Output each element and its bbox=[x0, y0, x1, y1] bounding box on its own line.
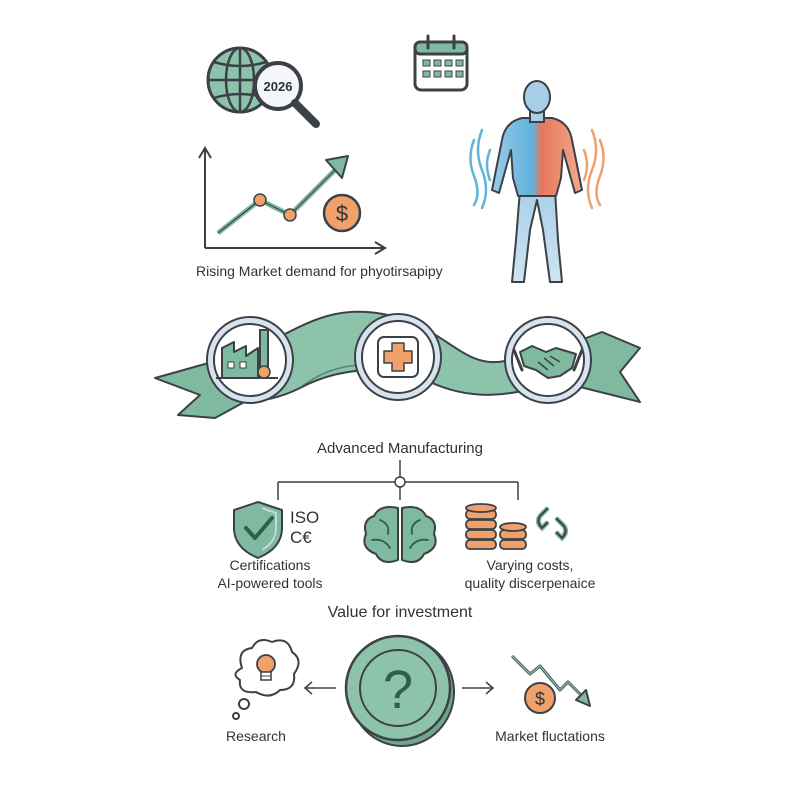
question-coin-icon: ? bbox=[344, 634, 455, 747]
medical-cross-icon bbox=[383, 342, 413, 372]
factory-icon bbox=[216, 329, 278, 379]
left-arrow-icon bbox=[303, 681, 336, 695]
rising-trend-icon: $ bbox=[198, 146, 387, 255]
shield-check-icon bbox=[233, 501, 283, 559]
ribbon-caption: Advanced Manufacturing bbox=[317, 440, 483, 457]
certifications-caption: Certifications bbox=[229, 557, 311, 573]
trend-caption: Rising Market demand for phyotirsapipy bbox=[196, 263, 443, 279]
ai-tools-caption: AI-powered tools bbox=[217, 575, 323, 591]
broken-link-icon bbox=[535, 506, 569, 542]
right-arrow-icon bbox=[462, 681, 495, 695]
globe-year-label: 2026 bbox=[264, 79, 293, 94]
lightbulb-icon bbox=[256, 654, 276, 681]
research-label: Research bbox=[226, 728, 286, 744]
quality-caption: quality discerpenaice bbox=[464, 575, 596, 591]
medical-cross-medallion bbox=[354, 313, 442, 401]
coin-stack-icon bbox=[465, 503, 527, 550]
calendar-icon bbox=[413, 34, 469, 92]
human-body-icon bbox=[469, 80, 605, 283]
research-idea-icon bbox=[232, 639, 300, 720]
market-dollar-label: $ bbox=[535, 689, 545, 709]
question-mark-label: ? bbox=[383, 660, 413, 720]
iso-label: ISO bbox=[290, 508, 320, 527]
coin-dollar-label: $ bbox=[336, 201, 348, 226]
handshake-medallion bbox=[504, 316, 592, 404]
brain-icon bbox=[363, 506, 437, 563]
value-title: Value for investment bbox=[327, 604, 473, 621]
globe-search-icon: 2026 bbox=[206, 46, 320, 128]
ce-label: C€ bbox=[290, 528, 312, 547]
handshake-icon bbox=[512, 345, 584, 379]
costs-caption: Varying costs, bbox=[486, 557, 574, 573]
branch-connector bbox=[277, 460, 519, 500]
market-fluctuations-label: Market fluctations bbox=[495, 728, 605, 744]
market-decline-icon: $ bbox=[510, 654, 591, 714]
factory-medallion bbox=[206, 316, 294, 404]
